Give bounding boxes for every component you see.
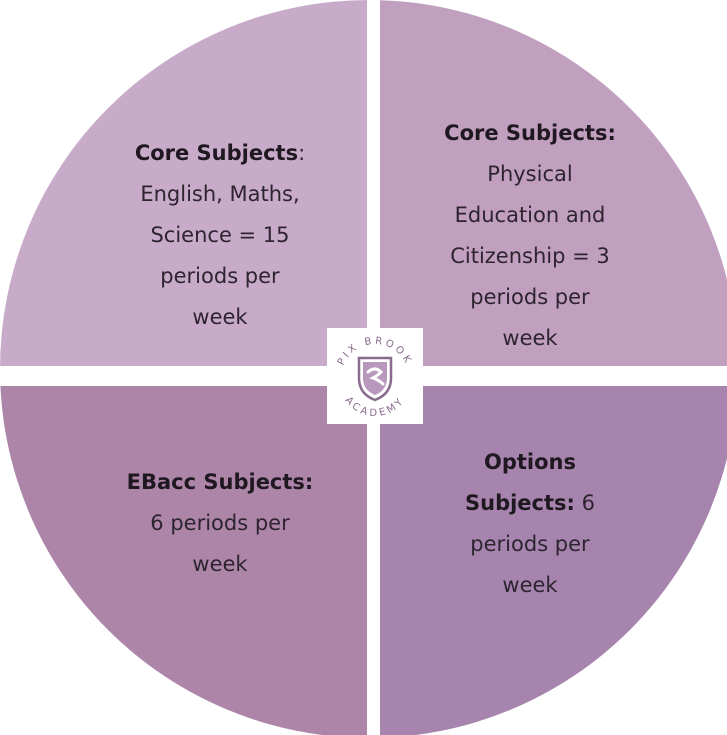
school-logo: PIX BROOK ACADEMY: [327, 328, 423, 424]
quadrant-bottom-left-text: EBacc Subjects: 6 periods per week: [100, 462, 340, 585]
quadrant-bottom-left-heading: EBacc Subjects:: [126, 470, 314, 494]
quadrant-bottom-right-count: 6: [574, 491, 595, 515]
quadrant-bottom-right-text: Options Subjects: 6 periods per week: [410, 442, 650, 606]
quadrant-top-right-line-2: Education and: [454, 203, 606, 227]
quadrant-top-left-line-4: week: [192, 305, 248, 329]
quadrant-bottom-right-line-1: periods per: [470, 532, 590, 556]
quadrant-top-left-text: Core Subjects: English, Maths, Science =…: [100, 133, 340, 338]
quadrant-bottom-left-line-1: 6 periods per: [150, 511, 290, 535]
quadrant-bottom-right-line-2: week: [502, 573, 558, 597]
quadrant-top-right-text: Core Subjects: Physical Education and Ci…: [410, 113, 650, 359]
quadrant-top-left-line-1: English, Maths,: [140, 182, 300, 206]
quadrant-top-right-line-4: periods per: [470, 285, 590, 309]
quadrant-top-right-line-1: Physical: [487, 162, 573, 186]
quadrant-bottom-right-heading-2: Subjects:: [465, 491, 575, 515]
quadrant-bottom-left-line-2: week: [192, 552, 248, 576]
quadrant-top-left-line-3: periods per: [160, 264, 280, 288]
quadrant-top-right-heading: Core Subjects:: [444, 121, 616, 145]
quadrant-top-left-heading-colon: :: [298, 141, 306, 165]
quadrant-top-left-heading: Core Subjects: [134, 141, 299, 165]
shield-crest-icon: [357, 356, 393, 402]
quadrant-top-right-line-5: week: [502, 326, 558, 350]
quadrant-top-left-line-2: Science = 15: [150, 223, 290, 247]
logo-graphic: PIX BROOK ACADEMY: [336, 336, 411, 419]
quadrant-bottom-right-heading-1: Options: [484, 450, 576, 474]
quadrant-top-right-line-3: Citizenship = 3: [450, 244, 610, 268]
